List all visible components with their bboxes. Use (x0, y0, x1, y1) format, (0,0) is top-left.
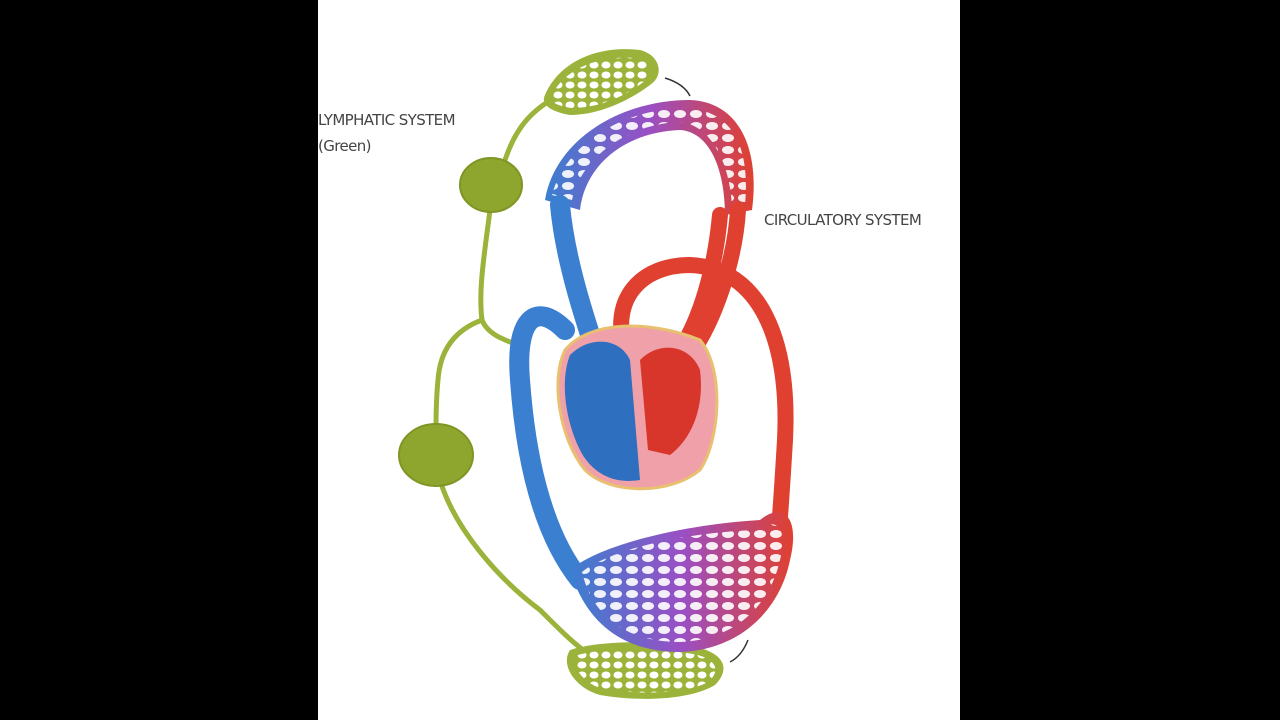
heart (556, 324, 719, 491)
lymph-capillary-top (543, 49, 659, 115)
lymphatic-color-note: (Green) (318, 137, 372, 155)
capillary-bed-lower (570, 512, 794, 652)
flow-arrows (664, 77, 749, 663)
lymph-capillary-bottom (566, 642, 724, 699)
circulatory-system-label: CIRCULATORY SYSTEM (764, 211, 922, 229)
lymphatic-system-label: LYMPHATIC SYSTEM (318, 111, 456, 129)
capillary-bed-upper (545, 100, 754, 215)
lymph-node-upper (459, 157, 523, 213)
lymph-node-lower (398, 423, 474, 487)
